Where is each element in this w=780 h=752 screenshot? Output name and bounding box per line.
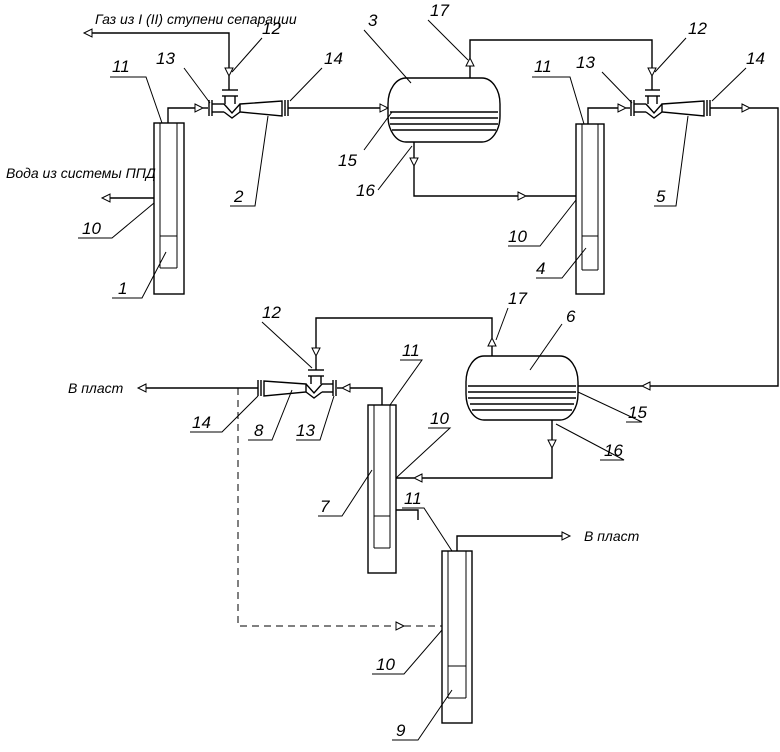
label-10-middle: 10: [430, 409, 449, 428]
well-4: [576, 124, 604, 294]
label-9: 9: [396, 721, 406, 740]
well-1: [154, 123, 184, 294]
label-11-right: 11: [534, 57, 552, 76]
label-1: 1: [118, 279, 127, 298]
label-12-left: 12: [262, 19, 281, 38]
label-13-right: 13: [576, 53, 595, 72]
ejector-8: [258, 356, 342, 398]
water-source-caption: Вода из системы ППД: [6, 165, 156, 181]
water-inlet-line: [102, 194, 154, 202]
label-17-top: 17: [430, 1, 449, 20]
separator-3: [388, 78, 500, 142]
label-3: 3: [368, 11, 378, 30]
well-7: [368, 405, 396, 573]
label-10-right: 10: [508, 227, 527, 246]
well-1-outlet-line: [168, 108, 195, 123]
label-12-bottom: 12: [262, 303, 281, 322]
label-8: 8: [254, 421, 264, 440]
ejector-2: [203, 76, 288, 118]
label-16-bottom: 16: [604, 441, 623, 460]
label-14-left: 14: [324, 49, 343, 68]
to-formation-right-caption: В пласт: [584, 528, 640, 544]
label-11-lower: 11: [404, 489, 422, 508]
label-13-left: 13: [156, 49, 175, 68]
label-12-right: 12: [688, 19, 707, 38]
label-4: 4: [536, 259, 545, 278]
label-2: 2: [233, 187, 244, 206]
label-15-bottom: 15: [628, 403, 647, 422]
label-16-top: 16: [356, 181, 375, 200]
label-5: 5: [656, 187, 666, 206]
label-7: 7: [320, 497, 330, 516]
label-14-bottom: 14: [192, 413, 211, 432]
label-15-top: 15: [338, 151, 357, 170]
label-11-middle: 11: [402, 341, 420, 360]
ejector-5: [626, 76, 710, 118]
label-10-left: 10: [82, 219, 101, 238]
to-formation-left-caption: В пласт: [68, 380, 124, 396]
label-17-bottom: 17: [508, 289, 527, 308]
label-11-left: 11: [112, 57, 130, 76]
label-10-lower: 10: [376, 655, 395, 674]
label-6: 6: [566, 307, 576, 326]
separator-6: [466, 356, 578, 420]
label-14-right: 14: [746, 49, 765, 68]
label-13-bottom: 13: [296, 421, 315, 440]
